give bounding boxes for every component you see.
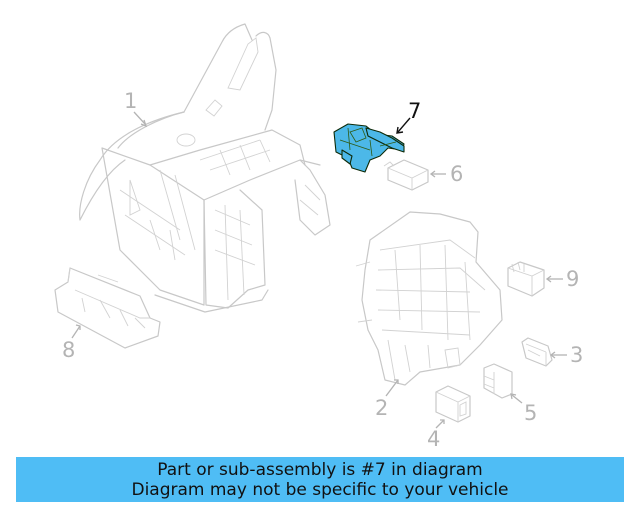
part-1-mounting-frame <box>79 23 331 313</box>
part-9-relay <box>507 261 545 297</box>
callout-7: 7 <box>408 99 421 123</box>
callout-2: 2 <box>375 396 388 420</box>
callout-4: 4 <box>427 427 440 451</box>
callout-9: 9 <box>566 267 579 291</box>
callout-5: 5 <box>524 401 537 425</box>
leader-4 <box>435 419 445 429</box>
leader-7 <box>397 117 411 133</box>
leader-1 <box>133 111 146 125</box>
part-4-small-relay <box>435 385 471 423</box>
banner-line-part-number: Part or sub-assembly is #7 in diagram <box>157 459 483 480</box>
leader-2 <box>385 379 399 397</box>
callout-1: 1 <box>124 89 137 113</box>
part-7-connector-highlighted <box>333 123 405 173</box>
callout-6: 6 <box>450 162 463 186</box>
part-2-fuse-box <box>355 211 503 386</box>
callout-8: 8 <box>62 338 75 362</box>
leader-5 <box>511 394 523 404</box>
part-5-medium-fuse <box>483 363 513 399</box>
callout-3: 3 <box>570 343 583 367</box>
info-banner: Part or sub-assembly is #7 in diagram Di… <box>16 457 624 502</box>
banner-line-disclaimer: Diagram may not be specific to your vehi… <box>131 479 509 500</box>
leader-8 <box>71 325 81 339</box>
part-3-small-fuse <box>521 337 553 367</box>
part-8-cover-tray <box>54 267 161 349</box>
part-6-relay-block <box>383 159 429 191</box>
